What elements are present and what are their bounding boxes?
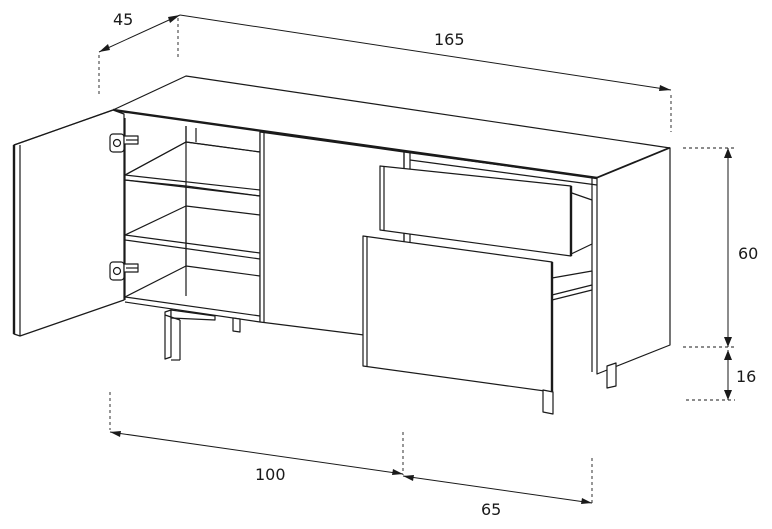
leg-front-left-bar <box>170 309 216 321</box>
upper-drawer <box>379 165 593 257</box>
legs <box>164 309 617 415</box>
left-section-width-label: 100 <box>255 465 286 484</box>
lower-drawer-front <box>362 235 553 393</box>
leg-back-left <box>232 317 241 333</box>
lower-drawer <box>362 235 593 393</box>
body-height-label: 60 <box>738 244 758 263</box>
lower-drawer-side <box>551 270 593 301</box>
sideboard <box>12 75 671 415</box>
depth-label: 45 <box>113 10 133 29</box>
leg-front-right <box>542 389 554 415</box>
leg-back-right <box>606 362 617 389</box>
dimension-lines <box>98 14 735 504</box>
upper-hinge-icon <box>109 133 139 153</box>
right-side-panel <box>596 147 671 375</box>
right-section-width-label: 65 <box>481 500 501 519</box>
width-label: 165 <box>434 30 465 49</box>
left-door <box>12 109 125 337</box>
leg-front-left <box>164 309 172 360</box>
lower-hinge-icon <box>109 261 139 281</box>
upper-drawer-side <box>568 191 593 256</box>
left-door-panel <box>13 109 125 337</box>
left-compartment <box>124 118 261 323</box>
leg-height-label: 16 <box>736 367 756 386</box>
